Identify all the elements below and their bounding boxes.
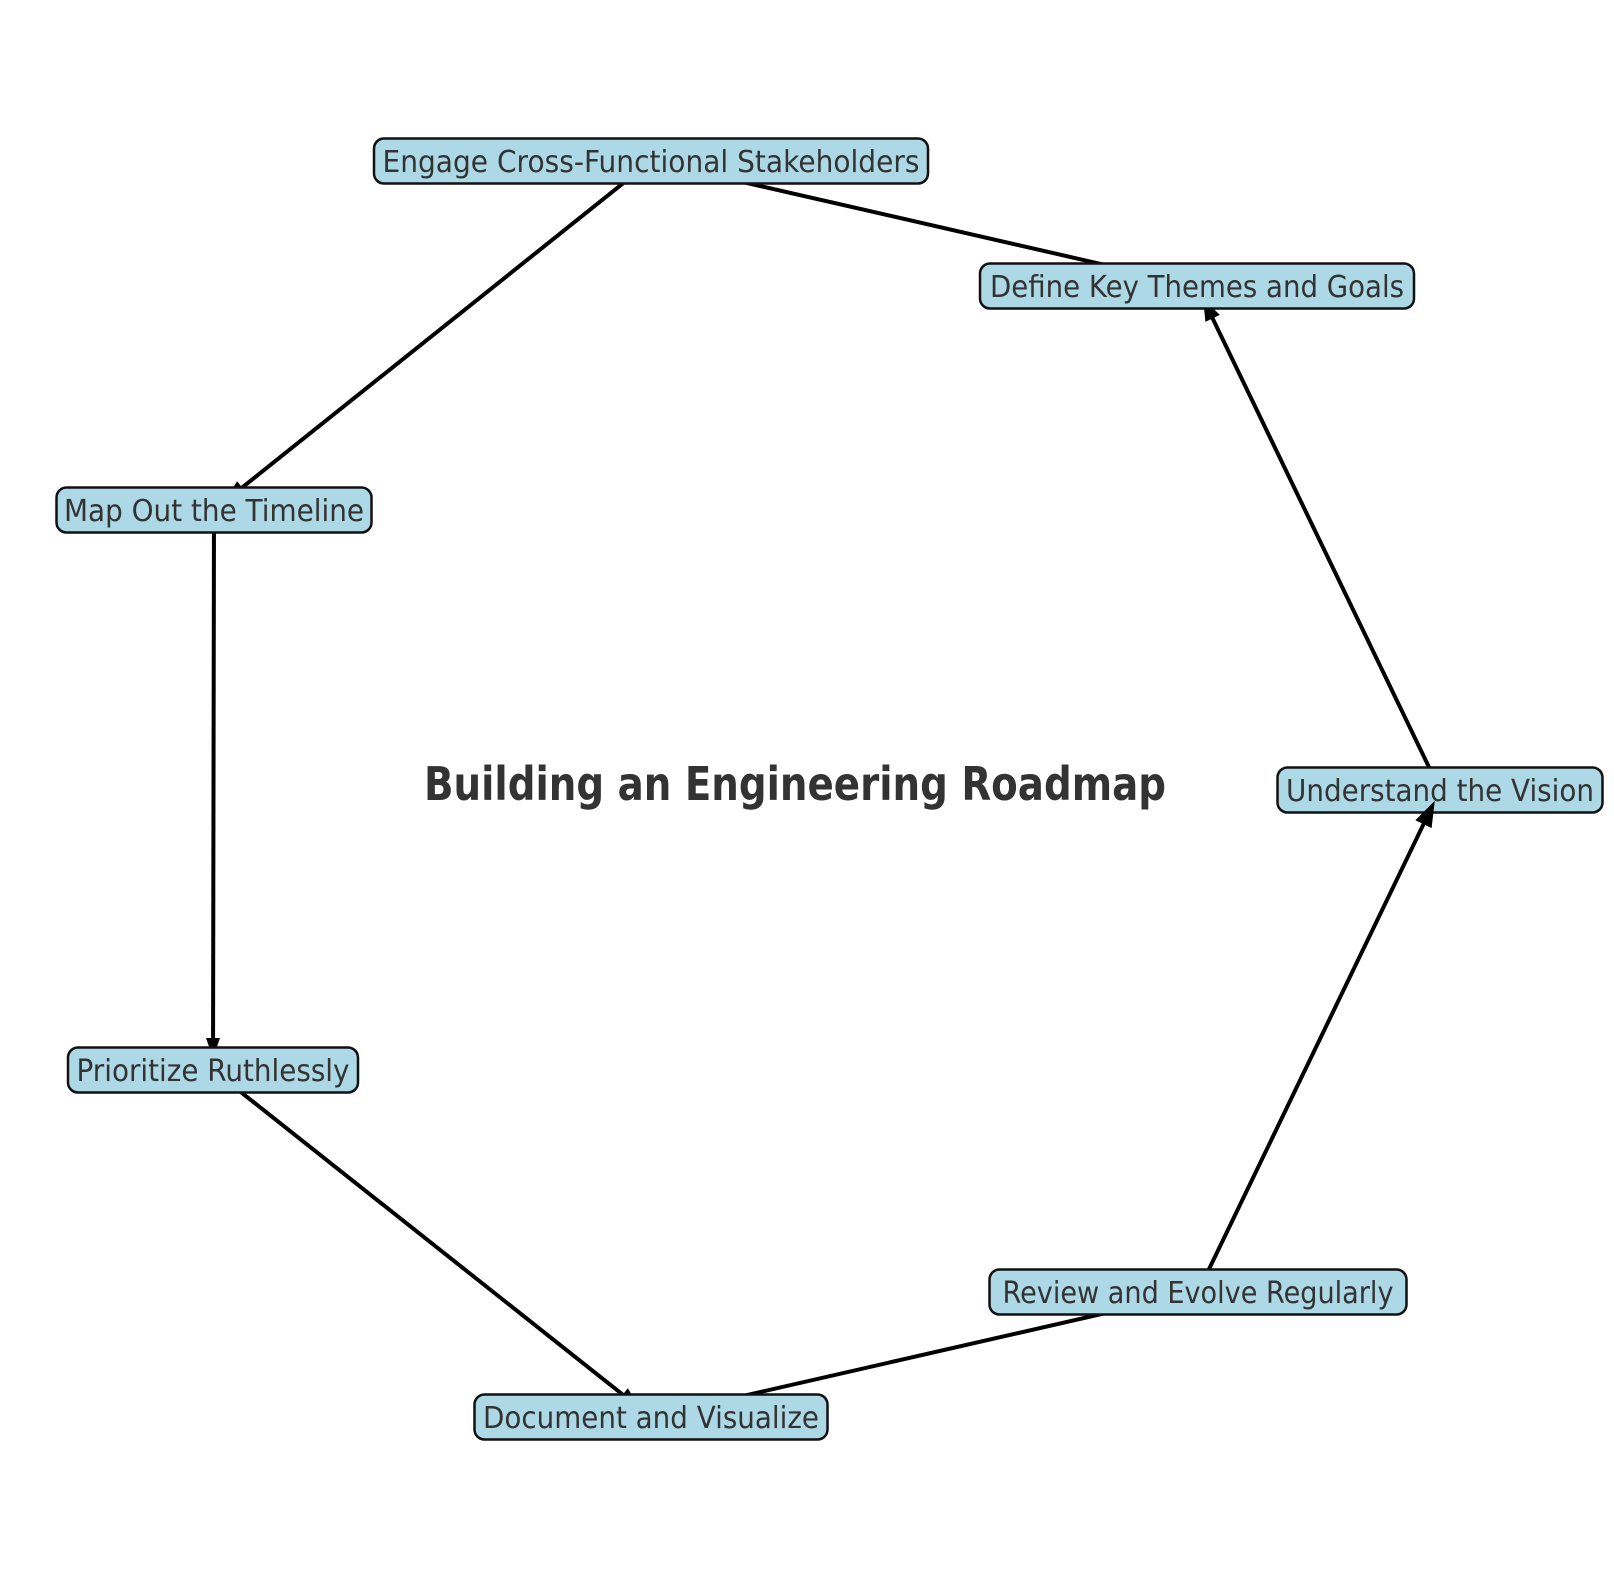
edge-review-to-understand bbox=[1196, 789, 1442, 1293]
node-label-engage-cross-functional-stakeholders: Engage Cross-Functional Stakeholders bbox=[383, 145, 920, 180]
node-box-prioritize-ruthlessly bbox=[66, 1046, 360, 1094]
node-review-and-evolve-regularly: Review and Evolve Regularly bbox=[988, 1268, 1408, 1316]
node-label-understand-the-vision: Understand the Vision bbox=[1286, 774, 1594, 809]
node-label-review-and-evolve-regularly: Review and Evolve Regularly bbox=[1003, 1276, 1394, 1311]
node-label-document-and-visualize: Document and Visualize bbox=[483, 1401, 819, 1436]
node-label-define-key-themes-and-goals: Define Key Themes and Goals bbox=[990, 270, 1404, 305]
node-box-map-out-the-timeline bbox=[55, 486, 373, 534]
node-box-engage-cross-functional-stakeholders bbox=[372, 137, 930, 185]
node-define-key-themes-and-goals: Define Key Themes and Goals bbox=[978, 262, 1416, 310]
node-box-document-and-visualize bbox=[473, 1393, 829, 1441]
diagram-title: Building an Engineering Roadmap bbox=[424, 757, 1166, 811]
edge-engage-to-map bbox=[212, 159, 653, 512]
node-label-map-out-the-timeline: Map Out the Timeline bbox=[64, 494, 364, 529]
node-prioritize-ruthlessly: Prioritize Ruthlessly bbox=[66, 1046, 360, 1094]
node-label-prioritize-ruthlessly: Prioritize Ruthlessly bbox=[77, 1054, 350, 1089]
edge-understand-to-define bbox=[1195, 285, 1442, 791]
node-box-understand-the-vision bbox=[1276, 766, 1604, 814]
node-document-and-visualize: Document and Visualize bbox=[473, 1393, 829, 1441]
edge-prioritize-to-document bbox=[211, 1068, 653, 1419]
node-layer: Understand the Vision Define Key Themes … bbox=[55, 137, 1604, 1441]
node-box-review-and-evolve-regularly bbox=[988, 1268, 1408, 1316]
edge-map-to-prioritize bbox=[211, 509, 216, 1071]
arrowhead-into-understand bbox=[1415, 800, 1435, 829]
node-box-define-key-themes-and-goals bbox=[978, 262, 1416, 310]
node-map-out-the-timeline: Map Out the Timeline bbox=[55, 486, 373, 534]
node-engage-cross-functional-stakeholders: Engage Cross-Functional Stakeholders bbox=[372, 137, 930, 185]
node-understand-the-vision: Understand the Vision bbox=[1276, 766, 1604, 814]
